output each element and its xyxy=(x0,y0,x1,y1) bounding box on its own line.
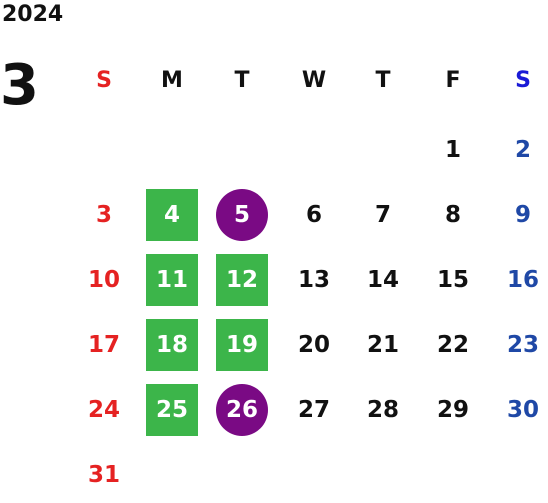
day-cell[interactable]: 26 xyxy=(216,384,268,436)
day-cell[interactable]: 21 xyxy=(366,332,399,358)
weekday-header: T xyxy=(234,67,250,93)
weekday-header: M xyxy=(161,67,183,93)
weekday-header: S xyxy=(96,67,112,93)
day-cell[interactable]: 22 xyxy=(436,332,469,358)
day-cell[interactable]: 6 xyxy=(305,202,322,228)
day-cell[interactable]: 18 xyxy=(146,319,198,371)
day-cell[interactable]: 19 xyxy=(216,319,268,371)
day-cell[interactable]: 20 xyxy=(297,332,330,358)
day-cell[interactable]: 9 xyxy=(514,202,531,228)
day-cell[interactable]: 10 xyxy=(87,267,120,293)
day-cell[interactable]: 11 xyxy=(146,254,198,306)
day-cell[interactable]: 12 xyxy=(216,254,268,306)
day-cell[interactable]: 4 xyxy=(146,189,198,241)
day-cell[interactable]: 16 xyxy=(506,267,539,293)
day-cell[interactable]: 15 xyxy=(436,267,469,293)
day-cell[interactable]: 13 xyxy=(297,267,330,293)
day-cell[interactable]: 17 xyxy=(87,332,120,358)
day-cell[interactable]: 23 xyxy=(506,332,539,358)
day-cell[interactable]: 27 xyxy=(297,397,330,423)
day-cell[interactable]: 2 xyxy=(514,137,531,163)
day-cell[interactable]: 5 xyxy=(216,189,268,241)
day-cell[interactable]: 3 xyxy=(95,202,112,228)
day-cell[interactable]: 25 xyxy=(146,384,198,436)
weekday-header: T xyxy=(375,67,391,93)
year-label: 2024 xyxy=(2,2,64,27)
day-cell[interactable]: 28 xyxy=(366,397,399,423)
month-number: 3 xyxy=(0,53,39,118)
day-cell[interactable]: 31 xyxy=(87,462,120,488)
weekday-header: F xyxy=(445,67,461,93)
day-cell[interactable]: 24 xyxy=(87,397,120,423)
day-cell[interactable]: 7 xyxy=(374,202,391,228)
weekday-header: W xyxy=(301,67,327,93)
weekday-header: S xyxy=(515,67,531,93)
day-cell[interactable]: 14 xyxy=(366,267,399,293)
day-cell[interactable]: 30 xyxy=(506,397,539,423)
day-cell[interactable]: 8 xyxy=(444,202,461,228)
day-cell[interactable]: 29 xyxy=(436,397,469,423)
day-cell[interactable]: 1 xyxy=(444,137,461,163)
